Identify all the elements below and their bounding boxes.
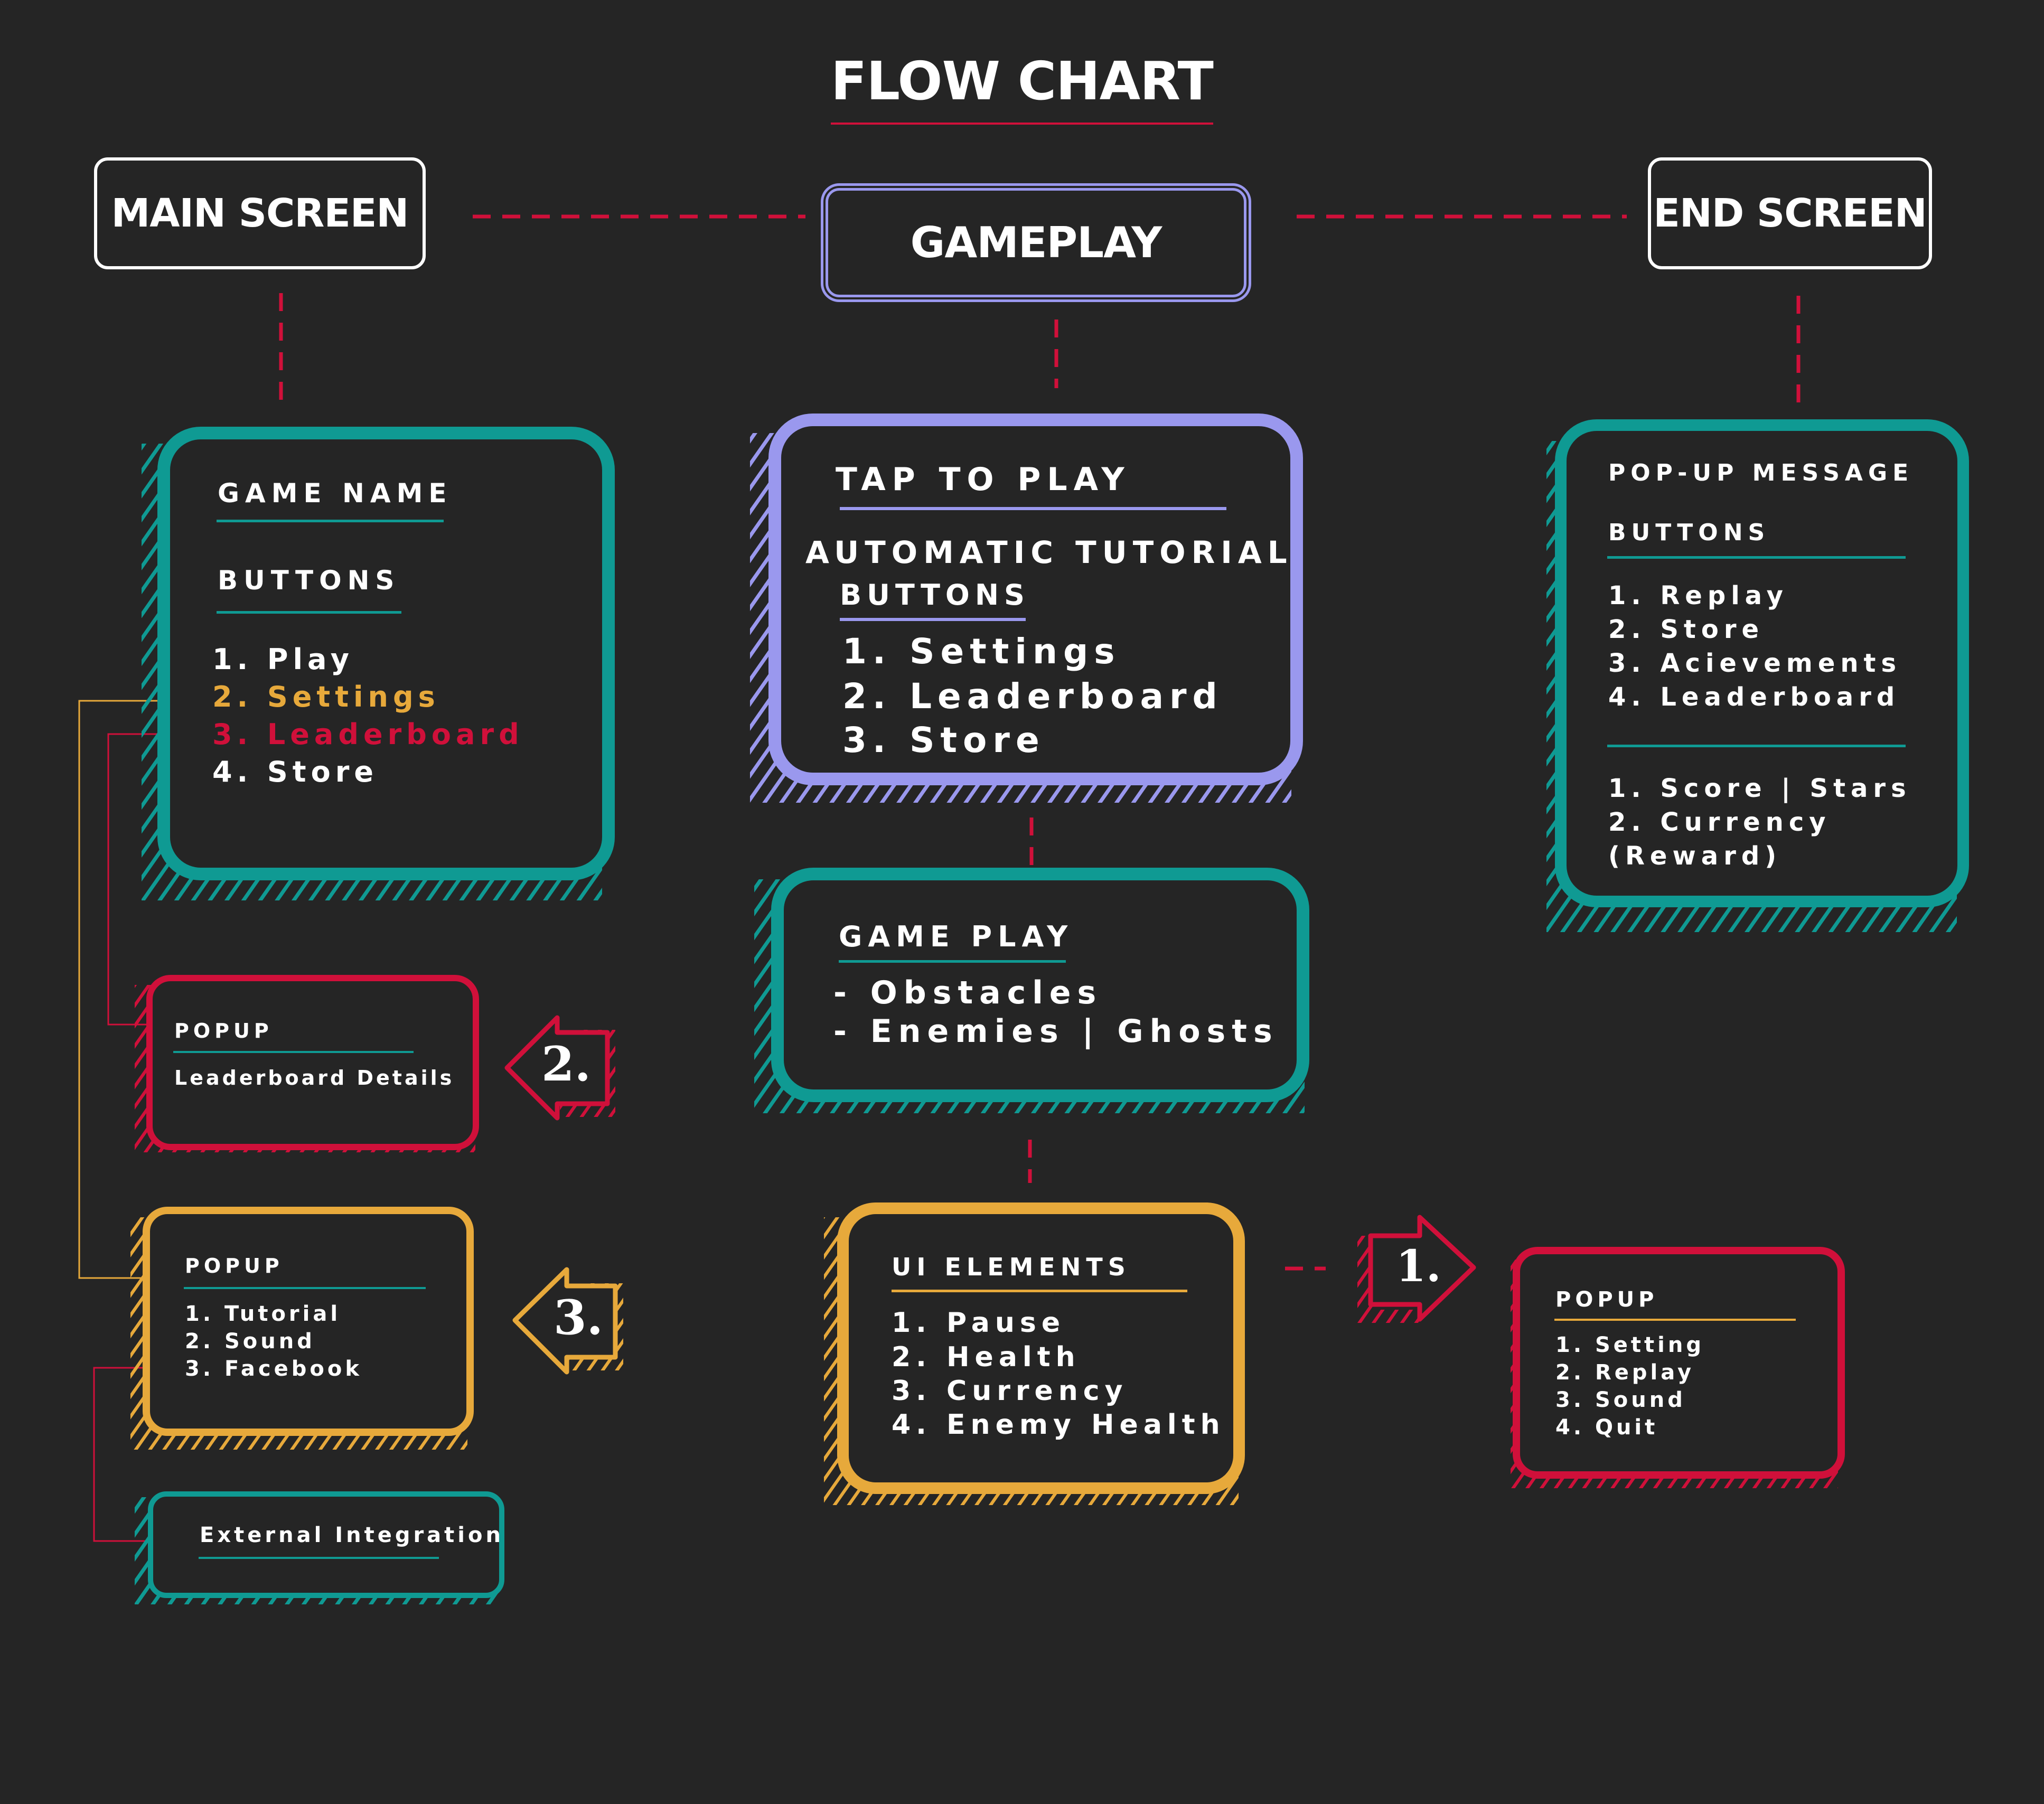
popup-pause-underline [1554,1319,1796,1321]
arrow-one-shape [1368,1215,1476,1322]
tap-item-leaderboard: 2. Leaderboard [842,676,1223,717]
tap-item-store: 3. Store [842,720,1045,760]
popup-settings-item-sound: 2. Sound [185,1329,315,1354]
end-button-leaderboard: 4. Leaderboard [1608,682,1900,712]
popup-pause-border [1513,1247,1845,1479]
external-border [148,1491,504,1598]
dashed-connectors [279,214,1801,1271]
end-button-replay: 1. Replay [1608,581,1788,610]
arrow-two-number: 2. [541,1036,591,1092]
popup-leaderboard-detail: Leaderboard Details [174,1066,455,1089]
tap-to-play-underline [840,507,1226,510]
popup-pause-item-sound: 3. Sound [1555,1388,1686,1412]
popup-leaderboard-border [146,975,479,1150]
ui-elements-label: UI ELEMENTS [892,1253,1131,1281]
popup-pause-item-replay: 2. Replay [1555,1360,1695,1385]
ui-item-pause: 1. Pause [892,1307,1066,1339]
gameplay-card-border [771,868,1309,1102]
tap-to-play-label: TAP TO PLAY [836,461,1131,498]
external-integration-label: External Integration [200,1523,504,1547]
external-underline [199,1557,439,1559]
main-buttons-label: BUTTONS [218,565,400,596]
end-reward-note: (Reward) [1608,841,1782,871]
arrow-one-number: 1. [1396,1241,1441,1292]
end-reward-score: 1. Score | Stars [1608,774,1911,803]
game-play-item-enemies: - Enemies | Ghosts [833,1013,1279,1050]
popup-pause-item-setting: 1. Setting [1555,1333,1704,1357]
popup-settings-border [143,1207,474,1436]
ui-item-health: 2. Health [892,1341,1081,1373]
end-reward-currency: 2. Currency [1608,807,1831,837]
main-screen-header: MAIN SCREEN [94,157,426,269]
popup-pause-item-quit: 4. Quit [1555,1415,1658,1440]
popup-settings-item-tutorial: 1. Tutorial [185,1302,341,1326]
popup-settings-label: POPUP [185,1254,284,1277]
gameplay-header: GAMEPLAY [826,188,1246,297]
arrow-three-number: 3. [554,1290,603,1346]
game-name-label: GAME NAME [218,478,453,509]
arrow-three-shape [512,1267,618,1375]
game-play-item-obstacles: - Obstacles [833,974,1103,1011]
ui-elements-underline [892,1290,1187,1292]
game-play-underline [839,960,1066,963]
page-title: FLOW CHART [0,50,2044,125]
end-buttons-label: BUTTONS [1608,519,1770,546]
arrows [504,1015,1476,1375]
main-item-leaderboard: 3. Leaderboard [212,718,524,751]
main-buttons-underline [217,611,401,614]
popup-pause-label: POPUP [1555,1288,1658,1312]
main-item-play: 1. Play [212,643,354,676]
tap-buttons-underline [840,618,1026,621]
end-screen-header: END SCREEN [1648,157,1932,269]
popup-settings-underline [184,1287,426,1289]
ui-item-enemy-health: 4. Enemy Health [892,1409,1225,1441]
tap-item-settings: 1. Settings [842,631,1121,672]
popup-settings-item-facebook: 3. Facebook [185,1357,362,1381]
popup-message-label: POP-UP MESSAGE [1608,459,1914,486]
wire-settings-popup [78,700,196,1279]
end-button-acievements: 3. Acievements [1608,649,1902,678]
end-button-store: 2. Store [1608,615,1765,644]
popup-leaderboard-underline [173,1051,414,1053]
popup-leaderboard-label: POPUP [174,1019,273,1042]
end-card-border [1555,419,1969,907]
tap-buttons-label: BUTTONS [840,578,1030,612]
main-card-border [157,427,615,880]
end-rewards-divider [1607,745,1906,747]
game-name-underline [217,520,444,522]
end-buttons-underline [1607,556,1906,559]
main-item-settings: 2. Settings [212,680,440,713]
automatic-tutorial-label: AUTOMATIC TUTORIAL [805,534,1293,570]
main-item-store: 4. Store [212,755,378,788]
game-play-label: GAME PLAY [839,920,1074,953]
arrow-two-shape [504,1015,610,1121]
ui-item-currency: 3. Currency [892,1375,1128,1407]
ui-card-border [837,1202,1245,1494]
